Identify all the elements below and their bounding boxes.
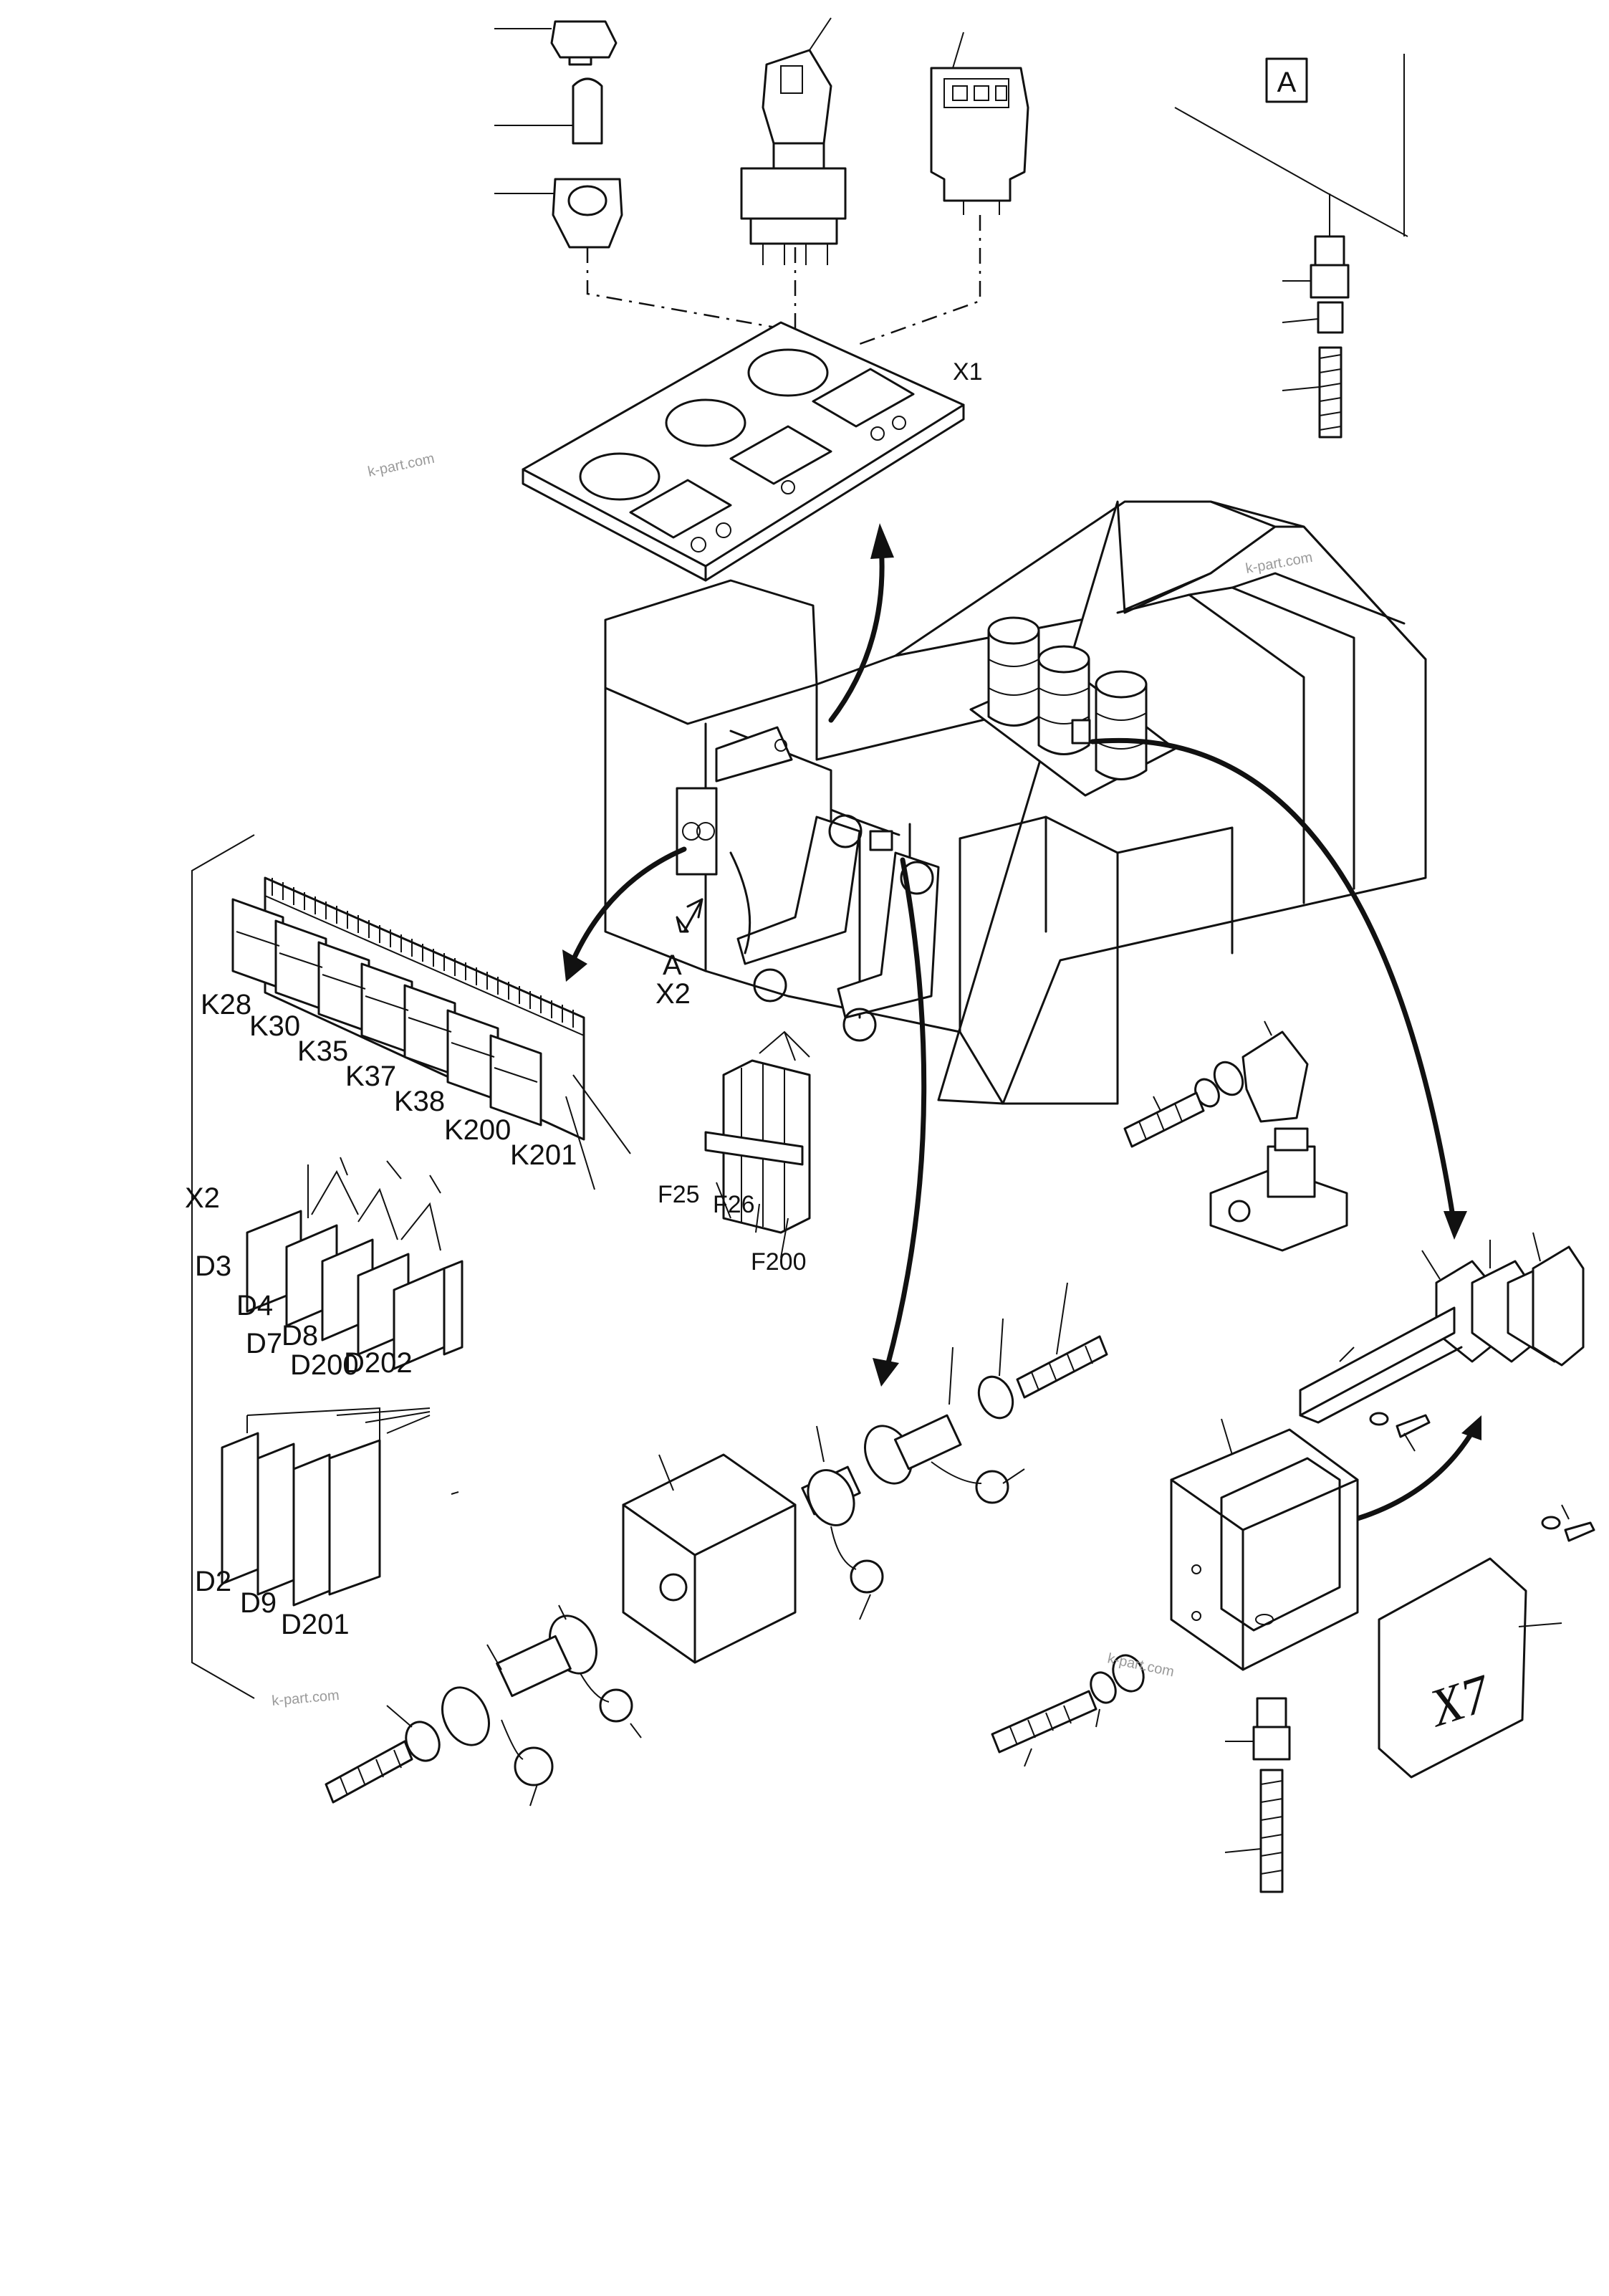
fuse-holders: F25 F26 F200	[658, 1030, 811, 1276]
view-a-label: A	[1277, 67, 1297, 98]
diode-modules-top: D3 D4 D8 D7 D200 D202	[195, 1157, 464, 1381]
relay-label-k30: K30	[249, 1010, 300, 1042]
a-pointer-label: A	[663, 950, 682, 981]
fuse-label-f26: F26	[713, 1191, 755, 1218]
relay-block	[231, 876, 631, 1190]
fuse-label-f25: F25	[658, 1181, 700, 1208]
relay-label-k38: K38	[394, 1086, 445, 1117]
switch-panel-x1: X1	[522, 321, 983, 582]
relay-label-k200: K200	[444, 1114, 511, 1146]
x1-label: X1	[953, 358, 983, 386]
machine-body	[604, 500, 1427, 1105]
diode-label-d4: D4	[236, 1290, 273, 1321]
relay-label-k28: K28	[201, 989, 251, 1020]
diode-label-d3: D3	[195, 1250, 231, 1282]
central-junction-box	[622, 1453, 797, 1664]
x7-fittings	[991, 1654, 1291, 1893]
fuse-label-f200: F200	[751, 1248, 807, 1276]
diode-modules-bottom: D2 D9 D201	[195, 1407, 459, 1640]
relay-label-k35: K35	[297, 1035, 348, 1067]
diode-label-d201: D201	[281, 1609, 350, 1640]
x7-cover: X7	[1378, 1504, 1595, 1779]
terminal-block-assembly	[1299, 1232, 1585, 1452]
relay-label-k201: K201	[510, 1139, 577, 1171]
view-a-fitting-stack	[1282, 193, 1350, 439]
diode-label-d9: D9	[240, 1587, 277, 1619]
indicator-lamp-assembly	[494, 20, 789, 331]
diode-label-d7: D7	[246, 1328, 282, 1359]
relay-labels: K28 K30 K35 K37 K38 K200 K201	[201, 989, 577, 1171]
solenoid-valve	[1123, 1020, 1348, 1252]
central-connector-left	[325, 1604, 642, 1807]
diode-label-d2: D2	[195, 1566, 231, 1597]
x2-group-bracket: X2	[185, 834, 255, 1699]
hour-meter-display	[859, 32, 1029, 345]
x2-group-label: X2	[185, 1182, 220, 1214]
a-x2-pointer: A X2	[655, 898, 703, 1010]
arrow-to-relay-block	[562, 846, 687, 982]
watermark-3: k-part.com	[272, 1688, 340, 1709]
view-a-callout: A	[1174, 54, 1408, 237]
rotary-key-switch	[740, 17, 847, 330]
diode-label-d8: D8	[282, 1320, 318, 1352]
x2-pointer-label: X2	[655, 978, 691, 1010]
diode-label-d200: D200	[290, 1349, 359, 1381]
x7-junction-box	[1170, 1418, 1359, 1671]
diode-label-d202: D202	[344, 1347, 413, 1379]
central-connector-right	[801, 1282, 1108, 1620]
arrow-to-junction-box	[873, 857, 927, 1387]
relay-label-k37: K37	[345, 1061, 396, 1092]
watermark-1: k-part.com	[366, 451, 436, 480]
arrow-to-terminal-block	[1090, 737, 1467, 1240]
arrow-to-panel	[828, 523, 894, 723]
